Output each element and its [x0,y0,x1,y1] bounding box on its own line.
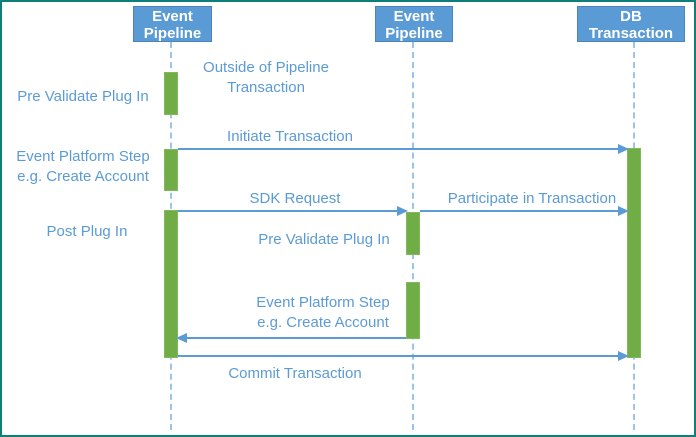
label-event-platform-step-inner: Event Platform Step e.g. Create Account [256,294,390,331]
label-post-plug-in: Post Plug In [46,223,128,240]
actor-event-pipeline-inner: Event Pipeline [375,6,453,42]
arrow-initiate-transaction [178,144,629,154]
label-commit-transaction: Commit Transaction [228,365,362,382]
label-pre-validate-plug-in-inner: Pre Validate Plug In [258,231,390,248]
arrowhead-left-icon [176,333,187,343]
arrowhead-right-icon [618,351,629,361]
label-event-platform-step-outer: Event Platform Step e.g. Create Account [16,148,150,185]
arrow-participate-in-transaction [420,206,629,216]
activation-platform-step-outer [164,149,178,191]
arrow-commit-transaction [178,351,629,361]
label-participate-in-transaction: Participate in Transaction [447,190,617,207]
label-outside-of-pipeline-transaction: Outside of Pipeline Transaction [203,59,329,96]
activation-db-transaction [627,148,641,358]
activation-post-plugin [164,210,178,358]
arrowhead-right-icon [618,144,629,154]
activation-pre-validate-outer [164,72,178,115]
actor-event-pipeline-outer: Event Pipeline [133,6,212,42]
label-pre-validate-plug-in-outer: Pre Validate Plug In [17,88,149,105]
label-sdk-request: SDK Request [249,190,341,207]
actor-db-transaction: DB Transaction [577,6,685,42]
arrow-sdk-request [178,206,408,216]
activation-platform-step-inner [406,282,420,339]
arrow-return-to-pipeline [176,333,406,343]
arrowhead-right-icon [397,206,408,216]
label-initiate-transaction: Initiate Transaction [227,128,353,145]
arrowhead-right-icon [618,206,629,216]
activation-pre-validate-inner [406,212,420,255]
